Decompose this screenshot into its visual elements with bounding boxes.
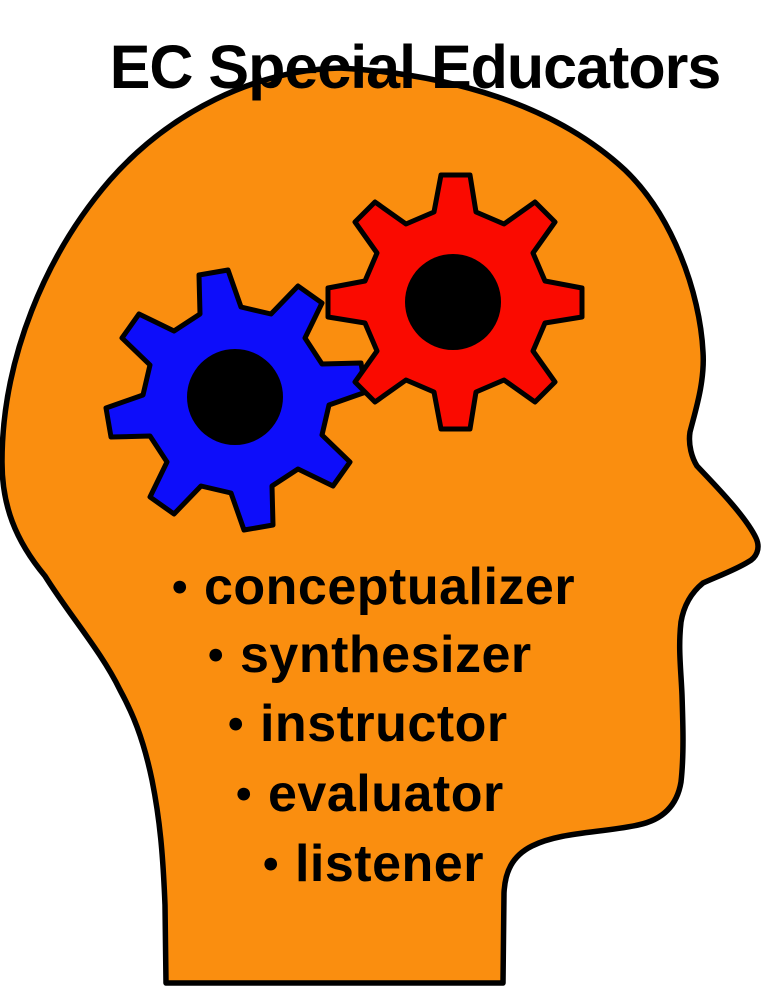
list-item: • instructor: [228, 695, 508, 754]
list-item-label: instructor: [259, 695, 508, 753]
list-item: • listener: [263, 835, 484, 894]
page-title: EC Special Educators: [109, 33, 722, 101]
list-item-label: listener: [294, 835, 484, 893]
red-gear-icon: [325, 172, 585, 432]
bullet-marker: •: [228, 700, 244, 749]
red-gear-hub: [405, 254, 501, 350]
blue-gear-icon: [103, 267, 369, 533]
bullet-marker: •: [208, 631, 224, 680]
list-item: • conceptualizer: [172, 558, 575, 617]
list-item: • evaluator: [236, 765, 504, 824]
list-item: • synthesizer: [208, 626, 532, 685]
bullet-marker: •: [172, 563, 188, 612]
bullet-marker: •: [263, 840, 279, 889]
list-item-label: evaluator: [267, 765, 504, 823]
list-item-label: conceptualizer: [203, 558, 576, 616]
bullet-marker: •: [236, 770, 252, 819]
list-item-label: synthesizer: [239, 626, 532, 684]
blue-gear-hub: [187, 349, 283, 445]
